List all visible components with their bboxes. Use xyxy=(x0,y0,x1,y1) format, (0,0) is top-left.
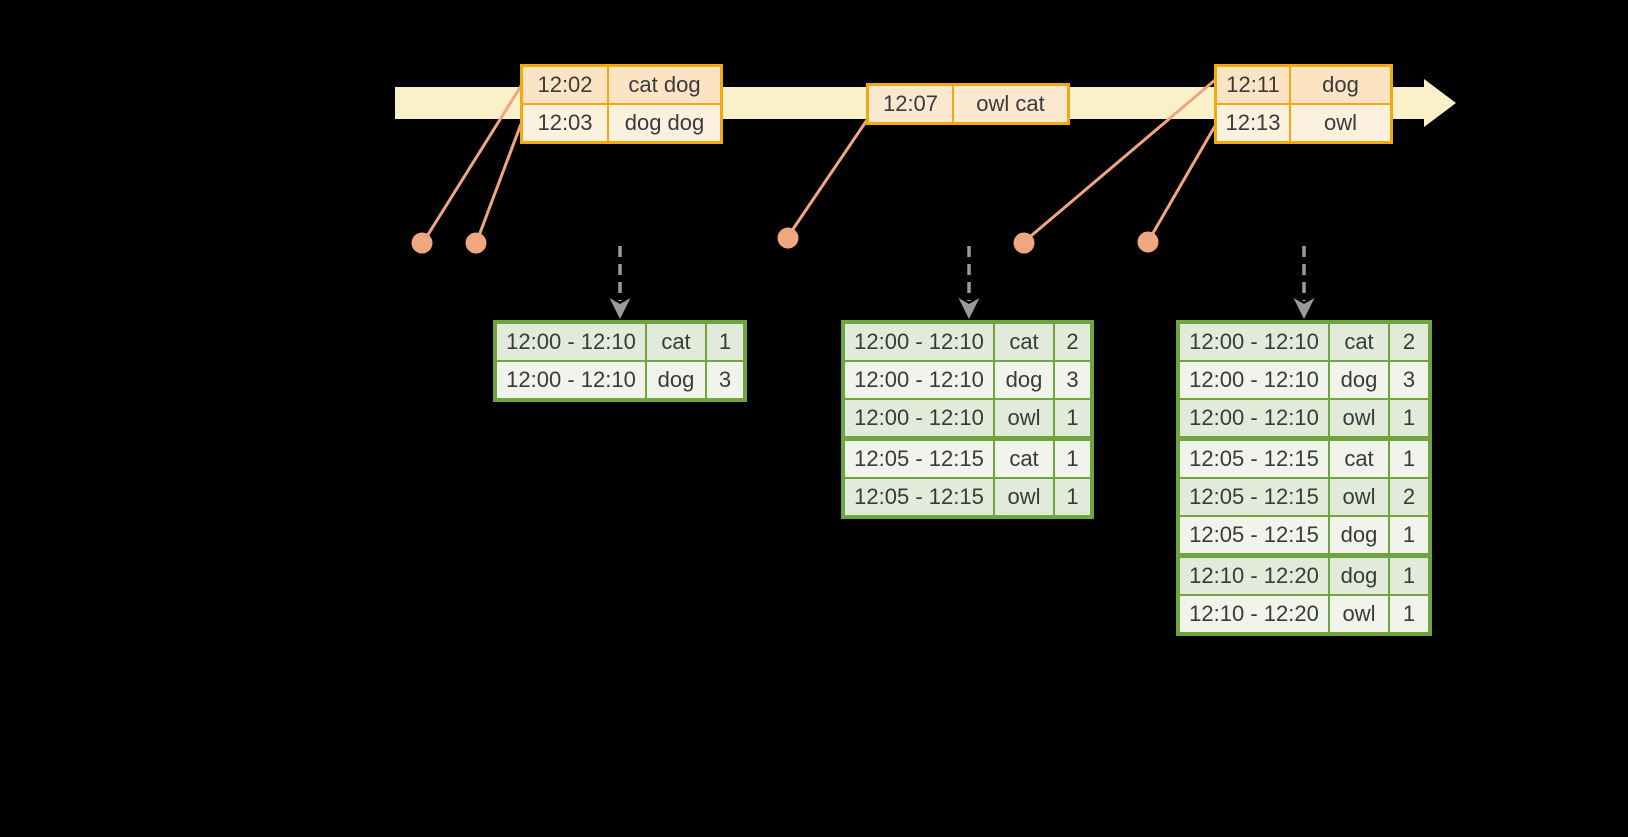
result-count-cell: 2 xyxy=(1390,324,1428,360)
result-count-cell: 3 xyxy=(1055,362,1090,398)
result-window-cell: 12:05 - 12:15 xyxy=(845,441,993,477)
event-dots xyxy=(411,227,1159,254)
connector-line xyxy=(1024,78,1216,243)
event-words-cell: dog xyxy=(1291,67,1390,103)
result-window-cell: 12:10 - 12:20 xyxy=(1180,558,1328,594)
result-window-cell: 12:00 - 12:10 xyxy=(845,324,993,360)
event-words-cell: cat dog xyxy=(609,67,720,103)
trigger-arrowhead-icon xyxy=(958,298,980,319)
result-count-cell: 1 xyxy=(1390,596,1428,632)
event-time-cell: 12:02 xyxy=(523,67,607,103)
trigger-arrowhead-icon xyxy=(609,298,631,319)
connector-line xyxy=(475,123,523,242)
result-window-cell: 12:00 - 12:10 xyxy=(845,362,993,398)
event-time-cell: 12:11 xyxy=(1217,67,1289,103)
result-word-cell: dog xyxy=(995,362,1053,398)
result-count-cell: 1 xyxy=(1390,558,1428,594)
trigger-arrowhead-icon xyxy=(1293,298,1315,319)
event-time-cell: 12:03 xyxy=(523,105,607,141)
result-word-cell: cat xyxy=(1330,324,1388,360)
result-word-cell: owl xyxy=(995,479,1053,515)
result-count-cell: 1 xyxy=(1390,400,1428,436)
result-window-cell: 12:00 - 12:10 xyxy=(845,400,993,436)
event-dot xyxy=(411,232,433,254)
event-words-cell: dog dog xyxy=(609,105,720,141)
result-count-cell: 1 xyxy=(707,324,743,360)
event-connector-lines xyxy=(422,78,1217,243)
connector-line xyxy=(1147,125,1217,241)
result-count-cell: 3 xyxy=(707,362,743,398)
event-dot xyxy=(1137,231,1159,253)
event-words-cell: owl cat xyxy=(954,86,1067,122)
event-dot xyxy=(777,227,799,249)
event-dot xyxy=(465,232,487,254)
result-word-cell: owl xyxy=(1330,400,1388,436)
trigger-arrows xyxy=(609,246,1315,319)
result-count-cell: 2 xyxy=(1055,324,1090,360)
result-count-cell: 1 xyxy=(1055,479,1090,515)
event-time-cell: 12:13 xyxy=(1217,105,1289,141)
result-window-cell: 12:05 - 12:15 xyxy=(1180,479,1328,515)
result-window-cell: 12:05 - 12:15 xyxy=(845,479,993,515)
result-window-cell: 12:00 - 12:10 xyxy=(497,362,645,398)
result-window-cell: 12:05 - 12:15 xyxy=(1180,517,1328,553)
result-word-cell: dog xyxy=(647,362,705,398)
event-dot xyxy=(1013,232,1035,254)
result-count-cell: 1 xyxy=(1390,441,1428,477)
event-time-cell: 12:07 xyxy=(869,86,952,122)
result-word-cell: cat xyxy=(1330,441,1388,477)
event-words-cell: owl xyxy=(1291,105,1390,141)
result-word-cell: owl xyxy=(1330,479,1388,515)
connector-line xyxy=(422,85,523,242)
result-window-cell: 12:00 - 12:10 xyxy=(1180,400,1328,436)
result-word-cell: owl xyxy=(995,400,1053,436)
result-window-cell: 12:05 - 12:15 xyxy=(1180,441,1328,477)
result-word-cell: owl xyxy=(1330,596,1388,632)
result-count-cell: 1 xyxy=(1390,517,1428,553)
timeline-arrowhead-icon xyxy=(1424,79,1456,127)
result-count-cell: 1 xyxy=(1055,400,1090,436)
result-word-cell: cat xyxy=(647,324,705,360)
result-count-cell: 2 xyxy=(1390,479,1428,515)
result-word-cell: dog xyxy=(1330,517,1388,553)
result-count-cell: 1 xyxy=(1055,441,1090,477)
result-word-cell: cat xyxy=(995,441,1053,477)
result-window-cell: 12:00 - 12:10 xyxy=(1180,362,1328,398)
result-word-cell: dog xyxy=(1330,558,1388,594)
result-window-cell: 12:00 - 12:10 xyxy=(497,324,645,360)
connector-line xyxy=(787,119,869,236)
result-word-cell: cat xyxy=(995,324,1053,360)
result-window-cell: 12:00 - 12:10 xyxy=(1180,324,1328,360)
result-window-cell: 12:10 - 12:20 xyxy=(1180,596,1328,632)
result-word-cell: dog xyxy=(1330,362,1388,398)
result-count-cell: 3 xyxy=(1390,362,1428,398)
